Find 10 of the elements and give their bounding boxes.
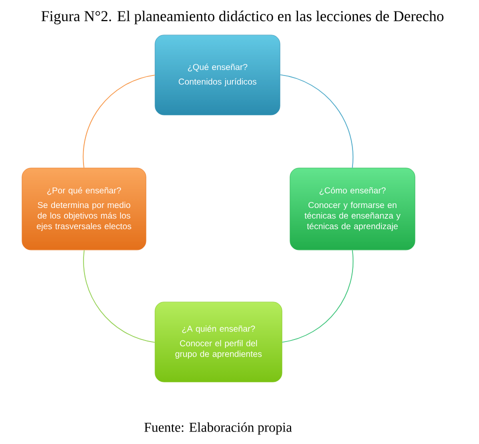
title: Figura N°2. El planeamiento didáctico en las lecciones de Derecho — [41, 10, 444, 24]
connector-arc — [280, 74, 354, 168]
cycle-box: ¿Por qué enseñar? Se determina por medio de los objetivos más los ejes trasversales electos — [22, 168, 146, 250]
connector-arc — [282, 250, 354, 343]
connector-arc — [83, 250, 156, 343]
caption: Fuente: Elaboración propia — [144, 422, 292, 435]
cycle-box: ¿Cómo enseñar? Conocer y formarse en técnicas de enseñanza y técnicas de aprendizaje — [290, 168, 416, 250]
cycle-box: ¿A quién enseñar? Conocer el perfil del grupo de aprendientes — [154, 302, 282, 382]
connector-arc — [82, 74, 156, 168]
cycle-box: ¿Qué enseñar? Contenidos jurídicos — [154, 34, 280, 116]
